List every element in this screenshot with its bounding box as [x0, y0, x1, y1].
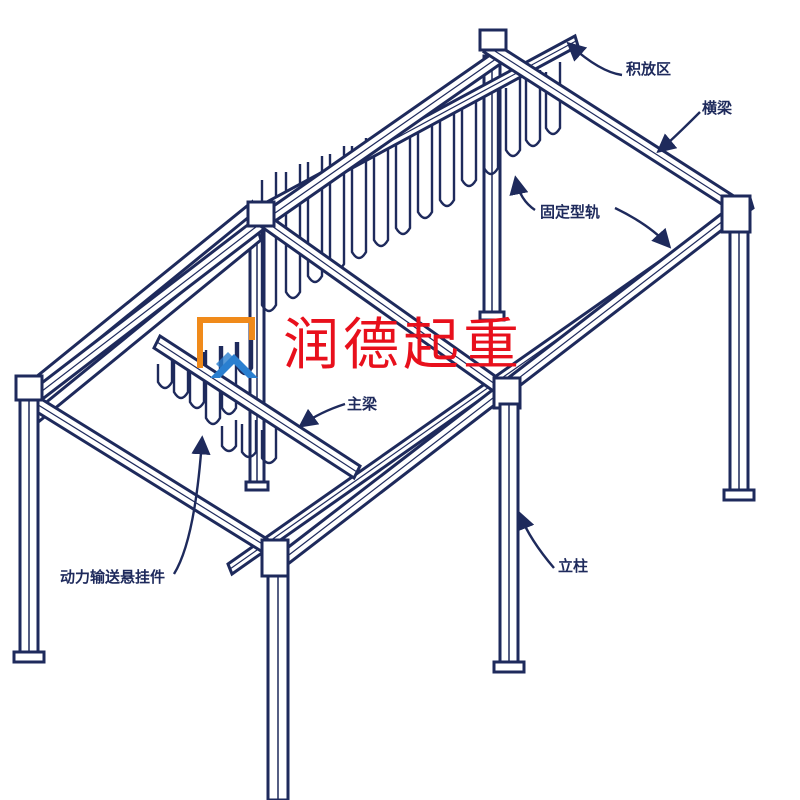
cross-beams: [14, 28, 752, 578]
label-main-beam: 主梁: [347, 395, 378, 413]
label-power-conveyor-hanger: 动力输送悬挂件: [60, 568, 166, 586]
label-accumulation-zone: 积放区: [626, 60, 672, 78]
watermark-text: 润德起重: [283, 313, 523, 378]
company-logo-icon: [197, 317, 258, 378]
front-columns: [12, 230, 756, 800]
label-cross-beam: 横梁: [702, 99, 733, 117]
label-fixed-rail: 固定型轨: [540, 203, 601, 221]
label-column: 立柱: [558, 557, 589, 575]
callout-leaders: [172, 41, 701, 575]
rear-columns: [244, 54, 506, 492]
